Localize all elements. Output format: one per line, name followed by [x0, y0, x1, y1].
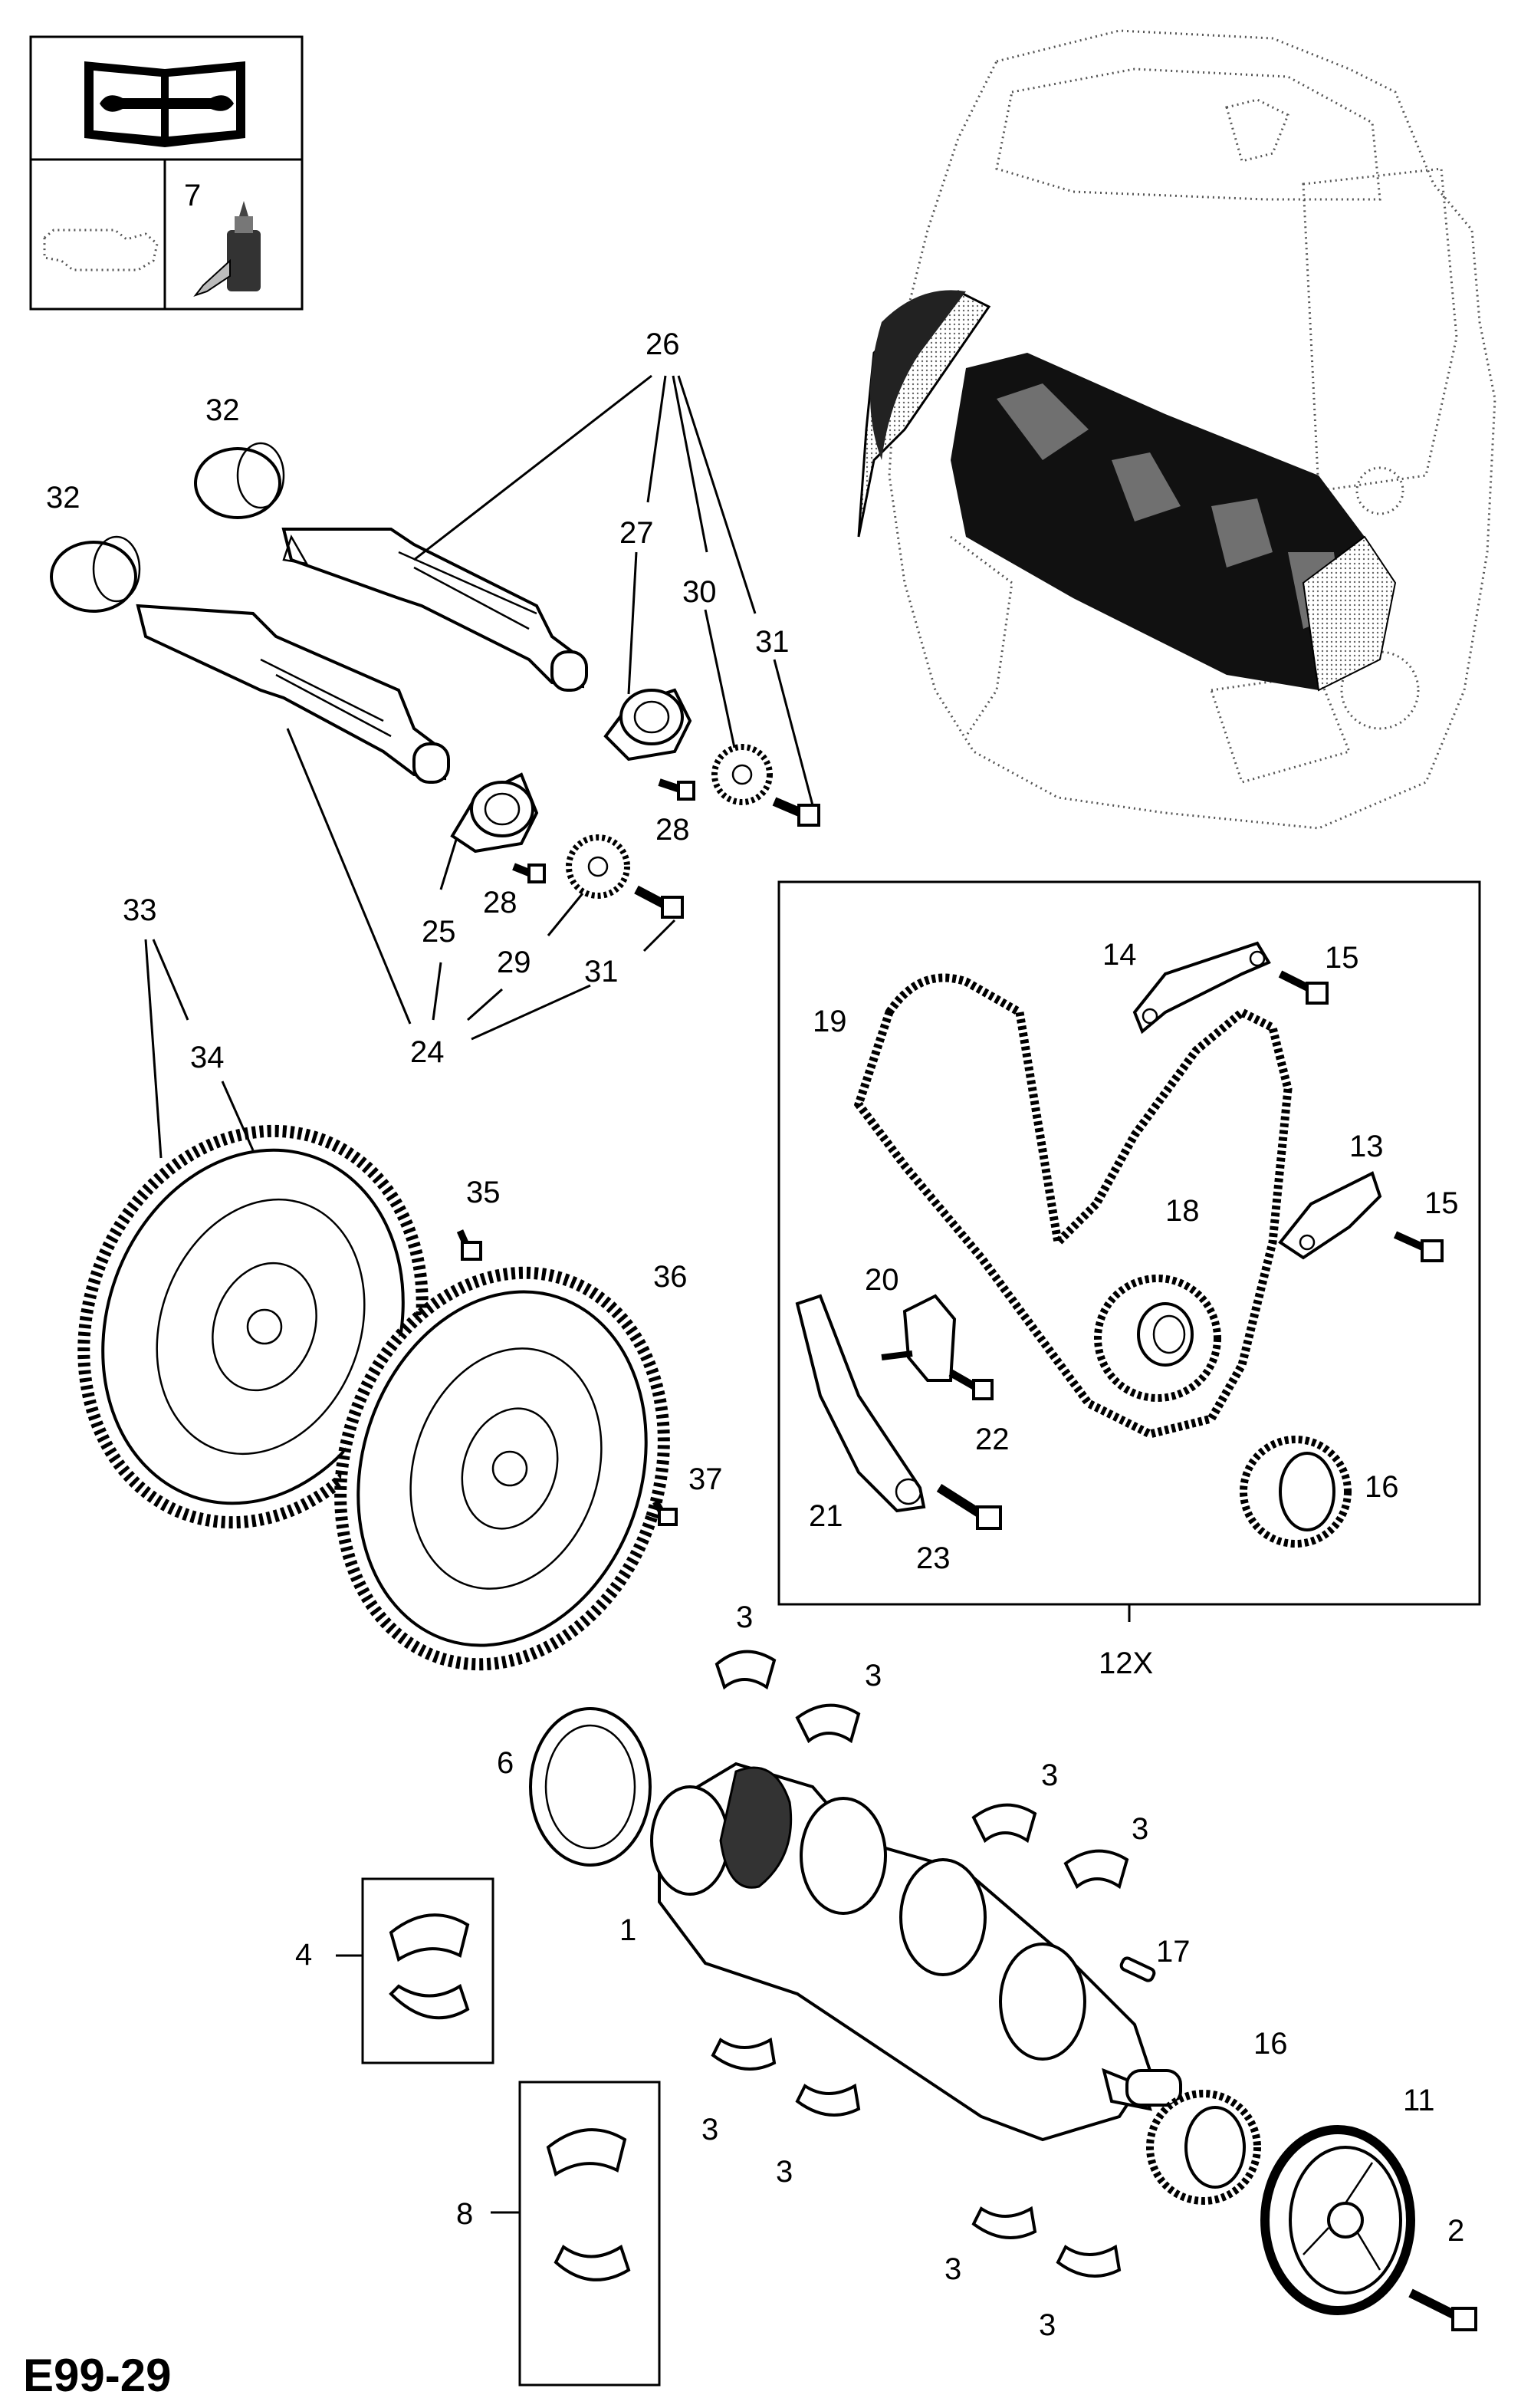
flywheel-36: [334, 1266, 670, 1671]
callout-31-lower: 31: [584, 955, 619, 989]
callout-6: 6: [497, 1746, 514, 1780]
callout-23: 23: [916, 1541, 951, 1575]
callout-37: 37: [688, 1462, 723, 1496]
callout-3-a: 3: [736, 1600, 753, 1634]
callout-13: 13: [1349, 1130, 1384, 1163]
callout-27: 27: [619, 516, 654, 550]
bolt-28-lower: [512, 863, 546, 883]
callout-3-h: 3: [1039, 2308, 1056, 2342]
callout-3-g: 3: [944, 2252, 961, 2286]
callout-16-crank: 16: [1253, 2027, 1288, 2061]
lubricant-bottle-icon: [193, 201, 261, 297]
sprocket-16-crank: [1146, 2090, 1261, 2205]
crank-seal-6: [529, 1707, 652, 1867]
crankshaft-1: [650, 1762, 1182, 2142]
callout-15-lower: 15: [1424, 1186, 1459, 1220]
balance-shaft-upper: [281, 528, 588, 692]
callout-34: 34: [190, 1041, 225, 1074]
flywheel-33: [77, 1124, 429, 1529]
bolt-37: [652, 1499, 678, 1526]
timing-chain-19: [853, 973, 1293, 1439]
sprocket-29: [566, 834, 630, 899]
tensioner-20: [881, 1294, 957, 1382]
bolt-31-upper: [772, 797, 820, 827]
chain-guide-13: [1278, 1171, 1382, 1260]
callout-19: 19: [813, 1005, 847, 1038]
sprocket-16-box: [1240, 1436, 1352, 1548]
callout-12x: 12X: [1099, 1646, 1153, 1680]
callout-3-c: 3: [1041, 1758, 1058, 1792]
callout-17: 17: [1156, 1935, 1191, 1969]
callout-28-upper: 28: [655, 813, 690, 847]
callout-21: 21: [809, 1499, 843, 1533]
callout-15-upper: 15: [1325, 941, 1359, 975]
callout-35: 35: [466, 1176, 501, 1209]
callout-33: 33: [123, 893, 157, 927]
bolt-22: [948, 1369, 994, 1400]
callout-18: 18: [1165, 1194, 1200, 1228]
bush-32-lower: [50, 535, 141, 613]
key-17: [1119, 1956, 1156, 1982]
callout-32-upper: 32: [205, 393, 240, 427]
bearing-set-8-box: [518, 2081, 661, 2387]
timing-chain-kit-box: [777, 880, 1481, 1622]
callout-11: 11: [1403, 2084, 1435, 2117]
engine-oil-icon: [43, 229, 159, 271]
bolt-2: [1408, 2288, 1477, 2331]
tensioner-rail-21: [795, 1294, 926, 1513]
callout-14: 14: [1102, 938, 1137, 972]
sprocket-30: [711, 744, 773, 805]
callout-25: 25: [422, 915, 456, 949]
callout-31-upper: 31: [755, 625, 790, 659]
callout-8: 8: [456, 2197, 473, 2231]
sprocket-18: [1094, 1275, 1221, 1402]
callout-16-box: 16: [1365, 1470, 1399, 1504]
callout-36: 36: [653, 1260, 688, 1294]
engine-block-overview: [857, 29, 1496, 830]
callout-20: 20: [865, 1263, 899, 1297]
callout-26: 26: [646, 327, 680, 361]
pulley-11: [1260, 2125, 1415, 2315]
diagram-code: E99-29: [23, 2350, 171, 2401]
chain-guide-14: [1132, 941, 1271, 1035]
bolt-15-upper: [1278, 970, 1329, 1005]
bolt-15-lower: [1393, 1231, 1444, 1262]
callout-30: 30: [682, 575, 717, 609]
callout-32-lower: 32: [46, 481, 80, 515]
bearing-25: [450, 772, 539, 854]
callout-24: 24: [410, 1035, 445, 1069]
callout-3-b: 3: [865, 1659, 882, 1693]
balance-shaft-lower: [136, 604, 450, 784]
bush-32-upper: [194, 442, 285, 519]
callout-2: 2: [1447, 2214, 1464, 2248]
bearing-shells-3: [711, 1650, 1129, 2278]
callout-22: 22: [975, 1423, 1010, 1456]
callout-28-lower: 28: [483, 886, 517, 919]
lubricant-ref-label: 7: [184, 179, 201, 212]
callout-4: 4: [295, 1938, 312, 1972]
callout-1: 1: [619, 1913, 636, 1947]
callout-3-e: 3: [701, 2113, 718, 2146]
bolt-35: [456, 1229, 482, 1261]
bolt-28-upper: [658, 778, 695, 801]
bearing-27: [603, 688, 692, 762]
bolt-23: [936, 1483, 1002, 1530]
tool-icon-panel: 7: [29, 35, 304, 311]
callout-3-f: 3: [776, 2155, 793, 2189]
callout-29: 29: [497, 946, 531, 979]
callout-3-d: 3: [1132, 1812, 1148, 1846]
bearing-set-4-box: [361, 1877, 494, 2064]
manual-wrench-icon: [84, 61, 245, 147]
bolt-31-lower: [634, 885, 684, 919]
